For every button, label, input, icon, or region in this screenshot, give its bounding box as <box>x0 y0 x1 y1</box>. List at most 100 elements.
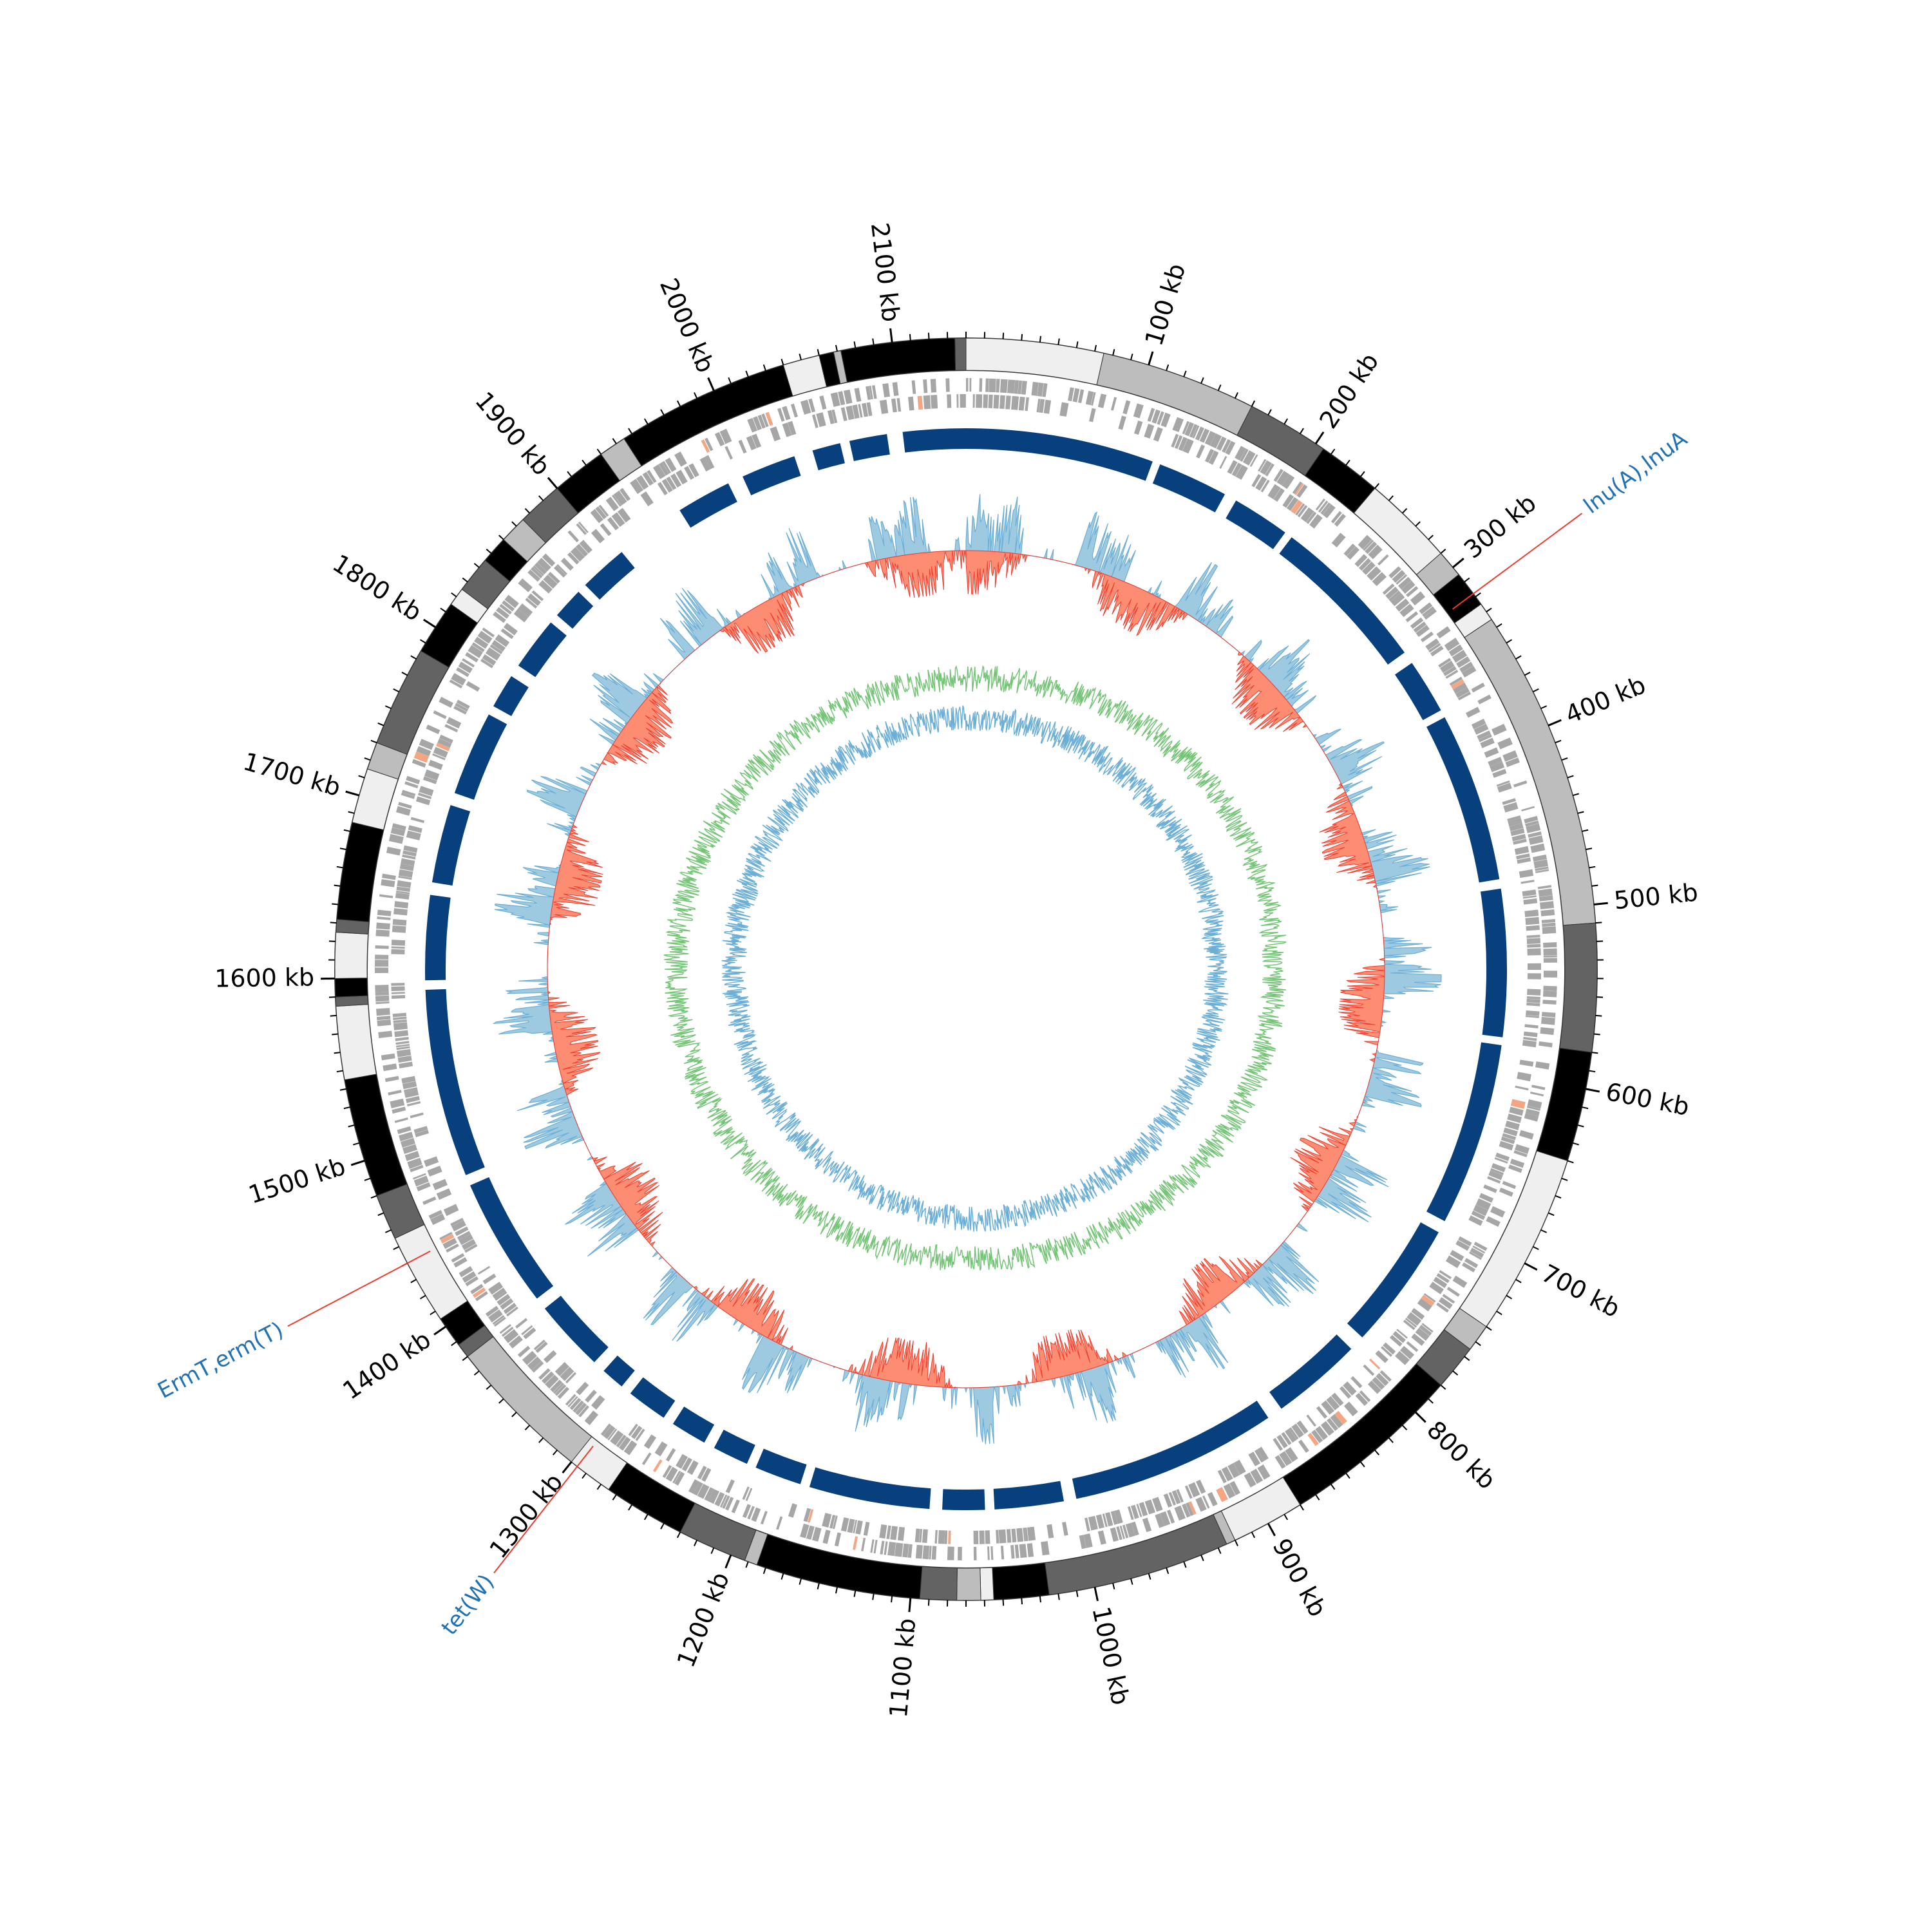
gene-forward-strand <box>1436 626 1451 639</box>
gene-forward-strand <box>1343 1401 1358 1417</box>
gene-reverse-strand <box>1413 621 1426 633</box>
minor-tick <box>762 1567 766 1575</box>
gene-reverse-strand <box>699 457 711 472</box>
gene-reverse-strand <box>611 512 625 527</box>
tick-label: 1600 kb <box>214 963 315 992</box>
gene-reverse-strand <box>401 1075 416 1084</box>
gene-reverse-strand <box>1306 1414 1316 1427</box>
gene-reverse-strand <box>506 1306 518 1317</box>
gene-reverse-strand <box>917 395 923 410</box>
gene-forward-strand <box>1538 888 1553 897</box>
gene-forward-strand <box>990 1546 994 1560</box>
gene-forward-strand <box>573 1400 584 1413</box>
gene-reverse-strand <box>745 1488 753 1501</box>
gene-reverse-strand <box>643 1434 657 1449</box>
gene-forward-strand <box>1202 1495 1210 1509</box>
tick-label: 1500 kb <box>245 1152 349 1209</box>
gene-forward-strand <box>1464 1258 1479 1269</box>
minor-tick <box>676 400 681 407</box>
minor-tick <box>628 428 633 435</box>
gene-reverse-strand <box>1046 1524 1054 1539</box>
gene-forward-strand <box>557 1387 569 1399</box>
gene-forward-strand <box>1091 392 1096 406</box>
gene-forward-strand <box>1399 1345 1415 1359</box>
gene-reverse-strand <box>1385 586 1399 600</box>
minor-tick <box>835 345 838 352</box>
gene-reverse-strand <box>1254 1449 1265 1463</box>
gene-forward-strand <box>922 1545 930 1560</box>
gene-forward-strand <box>1470 1247 1484 1258</box>
gene-forward-strand <box>947 1546 954 1560</box>
homology-block <box>603 1355 635 1387</box>
gene-reverse-strand <box>1510 1099 1526 1109</box>
gene-reverse-strand <box>1487 1176 1501 1184</box>
gene-forward-strand <box>541 1371 554 1384</box>
minor-tick <box>853 341 857 348</box>
gene-forward-strand <box>600 1423 612 1436</box>
gene-forward-strand <box>1438 1297 1453 1309</box>
gene-reverse-strand <box>996 1530 999 1544</box>
gene-forward-strand <box>1083 1533 1093 1548</box>
gene-forward-strand <box>1204 431 1216 446</box>
gene-reverse-strand <box>394 901 409 909</box>
gene-forward-strand <box>402 1144 417 1155</box>
gene-forward-strand <box>719 428 732 444</box>
gene-reverse-strand <box>428 759 443 770</box>
gene-forward-strand <box>1452 650 1468 663</box>
gene-forward-strand <box>1182 1503 1191 1518</box>
gene-forward-strand <box>612 495 622 507</box>
gene-reverse-strand <box>1473 1204 1488 1217</box>
gene-forward-strand <box>413 1175 429 1187</box>
minor-tick <box>1112 1582 1115 1590</box>
minor-tick <box>728 377 732 384</box>
gene-reverse-strand <box>788 421 797 435</box>
gene-forward-strand <box>465 1276 478 1287</box>
gene-reverse-strand <box>1358 558 1372 571</box>
minor-tick <box>1075 1590 1079 1597</box>
gene-forward-strand <box>662 1464 672 1479</box>
gc-below-average <box>547 550 1385 1389</box>
gene-reverse-strand <box>1043 399 1052 414</box>
minor-tick <box>1330 448 1336 455</box>
minor-tick <box>401 672 408 676</box>
gene-forward-strand <box>1542 922 1556 927</box>
gene-reverse-strand <box>398 869 413 878</box>
gene-reverse-strand <box>554 565 566 578</box>
gene-reverse-strand <box>1491 1163 1506 1173</box>
gene-forward-strand <box>475 1291 488 1302</box>
gene-forward-strand <box>869 385 873 400</box>
gene-forward-strand <box>1526 823 1541 833</box>
gene-forward-strand <box>1392 570 1406 583</box>
gene-forward-strand <box>819 395 827 410</box>
gene-forward-strand <box>1311 1430 1323 1443</box>
gene-forward-strand <box>376 1016 391 1021</box>
gene-reverse-strand <box>398 875 412 880</box>
major-tick <box>724 1554 732 1569</box>
gene-reverse-strand <box>1372 572 1387 587</box>
minor-tick <box>473 1370 480 1376</box>
gene-forward-strand <box>1318 500 1329 513</box>
gene-forward-strand <box>610 1430 624 1446</box>
gene-reverse-strand <box>406 1101 421 1107</box>
gene-reverse-strand <box>455 1226 469 1236</box>
gene-forward-strand <box>652 464 666 480</box>
gene-forward-strand <box>493 1316 506 1327</box>
contig-segment <box>980 1567 994 1601</box>
gene-forward-strand <box>800 1523 810 1539</box>
gene-forward-strand <box>1535 1061 1550 1070</box>
tick-label: 1200 kb <box>672 1568 735 1671</box>
gene-forward-strand <box>386 846 401 856</box>
gene-label-line <box>1452 513 1583 610</box>
minor-tick <box>1148 1573 1151 1580</box>
gene-label-line <box>287 1250 431 1327</box>
gene-reverse-strand <box>395 1041 410 1045</box>
gene-forward-strand <box>375 929 390 937</box>
gene-forward-strand <box>451 1253 465 1263</box>
gene-forward-strand <box>1497 737 1513 750</box>
minor-tick <box>710 1547 715 1554</box>
gene-forward-strand <box>674 451 687 467</box>
gene-reverse-strand <box>1416 625 1430 638</box>
minor-tick <box>1577 1124 1584 1128</box>
gene-reverse-strand <box>831 409 838 424</box>
gene-reverse-strand <box>404 1089 419 1098</box>
